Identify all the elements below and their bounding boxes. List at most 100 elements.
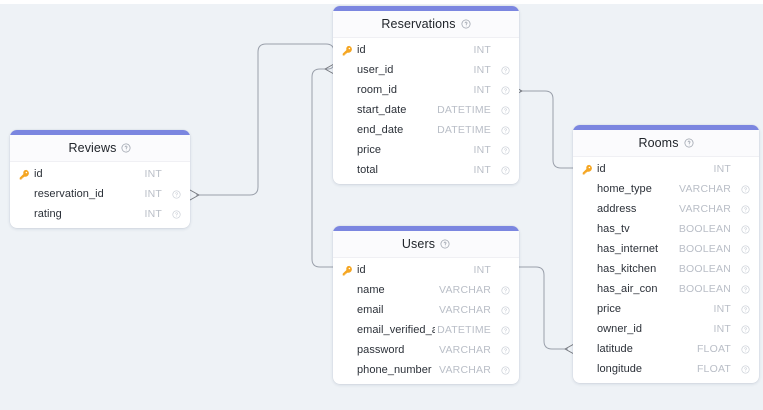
table-header-reservations[interactable]: Reservations: [333, 11, 519, 38]
column-help-icon-wrap[interactable]: [736, 224, 750, 234]
column-help-icon-wrap[interactable]: [496, 345, 510, 355]
column-help-icon-wrap[interactable]: [736, 244, 750, 254]
table-help-icon-wrap[interactable]: [440, 239, 450, 249]
column-row[interactable]: has_tv BOOLEAN: [573, 219, 759, 239]
column-help-icon-wrap[interactable]: [496, 325, 510, 335]
primary-key-cell: [342, 45, 357, 56]
help-circle-icon[interactable]: [172, 189, 181, 199]
column-help-icon-wrap[interactable]: [496, 165, 510, 175]
help-circle-icon[interactable]: [501, 345, 510, 355]
column-type: BOOLEAN: [676, 223, 731, 235]
help-circle-icon[interactable]: [684, 138, 694, 148]
column-help-icon-wrap[interactable]: [736, 304, 750, 314]
column-help-icon-wrap[interactable]: [496, 305, 510, 315]
table-header-rooms[interactable]: Rooms: [573, 130, 759, 157]
help-circle-icon[interactable]: [501, 325, 510, 335]
column-help-icon-wrap[interactable]: [496, 285, 510, 295]
column-name: has_tv: [597, 223, 630, 235]
column-help-icon-wrap[interactable]: [736, 264, 750, 274]
column-type: DATETIME: [435, 104, 491, 116]
help-circle-icon[interactable]: [741, 284, 750, 294]
help-circle-icon[interactable]: [501, 105, 510, 115]
column-help-icon-wrap[interactable]: [736, 204, 750, 214]
column-type: VARCHAR: [437, 364, 491, 376]
help-circle-icon[interactable]: [501, 285, 510, 295]
help-circle-icon[interactable]: [741, 364, 750, 374]
help-circle-icon[interactable]: [741, 344, 750, 354]
help-circle-icon[interactable]: [501, 145, 510, 155]
help-circle-icon[interactable]: [501, 65, 510, 75]
help-circle-icon[interactable]: [741, 324, 750, 334]
column-help-icon-wrap[interactable]: [736, 324, 750, 334]
help-circle-icon[interactable]: [741, 304, 750, 314]
help-circle-icon[interactable]: [741, 244, 750, 254]
table-header-reviews[interactable]: Reviews: [10, 135, 190, 162]
column-help-icon-wrap[interactable]: [167, 189, 181, 199]
table-help-icon-wrap[interactable]: [121, 143, 131, 153]
help-circle-icon[interactable]: [501, 85, 510, 95]
help-circle-icon[interactable]: [440, 239, 450, 249]
column-help-icon-wrap[interactable]: [167, 209, 181, 219]
help-circle-icon[interactable]: [501, 305, 510, 315]
column-help-icon-wrap[interactable]: [496, 85, 510, 95]
table-help-icon-wrap[interactable]: [461, 19, 471, 29]
column-help-icon-wrap[interactable]: [496, 65, 510, 75]
help-circle-icon[interactable]: [121, 143, 131, 153]
column-name: phone_number: [357, 364, 432, 376]
column-help-icon-wrap[interactable]: [736, 364, 750, 374]
help-circle-icon[interactable]: [741, 184, 750, 194]
table-header-users[interactable]: Users: [333, 231, 519, 258]
help-circle-icon[interactable]: [172, 209, 181, 219]
column-type: VARCHAR: [437, 344, 491, 356]
help-circle-icon[interactable]: [501, 365, 510, 375]
table-help-icon-wrap[interactable]: [684, 138, 694, 148]
column-help-icon-wrap[interactable]: [496, 145, 510, 155]
help-circle-icon[interactable]: [741, 224, 750, 234]
column-help-icon-wrap[interactable]: [736, 344, 750, 354]
column-help-icon-wrap[interactable]: [496, 365, 510, 375]
column-help-icon-wrap[interactable]: [736, 184, 750, 194]
column-type: INT: [711, 303, 731, 315]
column-help-icon-wrap[interactable]: [736, 284, 750, 294]
help-circle-icon[interactable]: [741, 264, 750, 274]
help-circle-icon[interactable]: [501, 125, 510, 135]
column-name: address: [597, 203, 637, 215]
help-circle-icon[interactable]: [741, 204, 750, 214]
column-help-icon-wrap[interactable]: [496, 105, 510, 115]
help-circle-icon[interactable]: [501, 165, 510, 175]
help-circle-icon[interactable]: [461, 19, 471, 29]
column-type: INT: [471, 164, 491, 176]
column-help-icon-wrap[interactable]: [496, 125, 510, 135]
column-row[interactable]: phone_number VARCHAR: [333, 360, 519, 380]
